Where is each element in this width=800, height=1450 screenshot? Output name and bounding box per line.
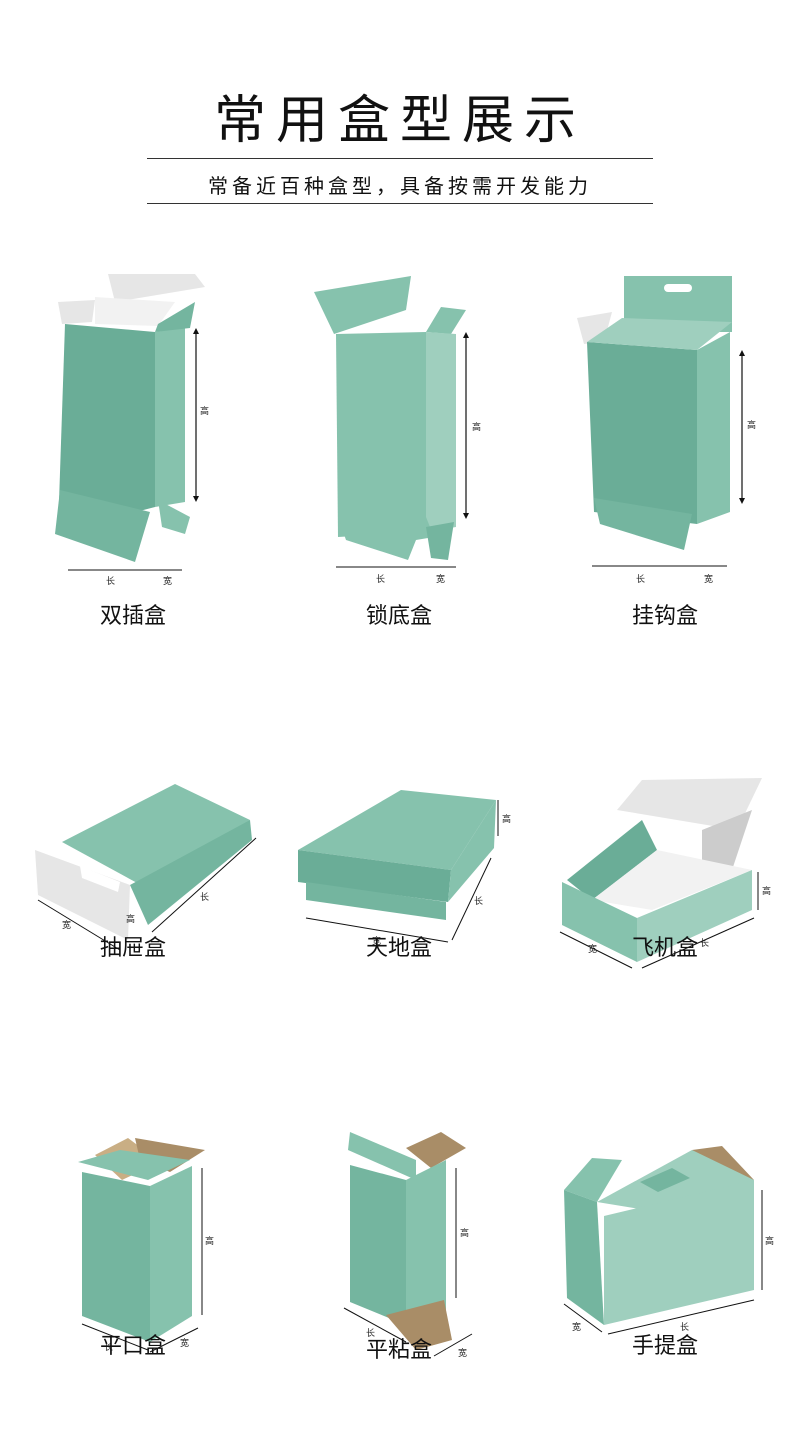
page-title: 常用盒型展示 <box>213 91 586 151</box>
handle-box-illustration: 高 宽 长 <box>563 1146 774 1335</box>
svg-text:高: 高 <box>200 405 209 417</box>
svg-text:宽: 宽 <box>180 1337 189 1349</box>
box-card-straight-tuck: 高 长 宽 平口盒 <box>0 1080 266 1450</box>
box-label: 天地盒 <box>365 936 432 961</box>
box-card-mailer: 宽 长 高 飞机盒 <box>532 730 798 1100</box>
svg-text:高: 高 <box>126 913 135 925</box>
svg-text:宽: 宽 <box>588 943 597 955</box>
box-card-drawer: 宽 长 高 抽屉盒 <box>0 730 266 1100</box>
title-divider-top <box>147 158 653 159</box>
mailer-box-illustration: 宽 长 高 <box>559 778 771 969</box>
svg-text:宽: 宽 <box>436 573 445 585</box>
box-card-lock-bottom: 高 长 宽 锁底盒 <box>266 262 532 632</box>
drawer-box-illustration: 宽 长 高 <box>35 784 257 951</box>
svg-text:长: 长 <box>106 575 115 587</box>
svg-text:高: 高 <box>747 419 756 431</box>
box-label: 手提盒 <box>631 1334 698 1359</box>
double-tuck-box-illustration: 高 长 宽 <box>55 274 209 587</box>
lock-bottom-box-illustration: 高 长 宽 <box>314 276 481 585</box>
box-card-hanging: 高 长 宽 挂钩盒 <box>532 262 798 632</box>
svg-text:高: 高 <box>502 813 511 825</box>
svg-text:宽: 宽 <box>163 575 172 587</box>
svg-text:高: 高 <box>472 421 481 433</box>
box-label: 平粘盒 <box>365 1338 432 1363</box>
svg-text:长: 长 <box>680 1321 689 1333</box>
title-divider-bottom <box>147 203 653 204</box>
svg-text:长: 长 <box>376 573 385 585</box>
svg-text:宽: 宽 <box>458 1347 467 1359</box>
svg-text:宽: 宽 <box>372 935 381 947</box>
box-card-lid-base: 宽 长 高 天地盒 <box>266 730 532 1100</box>
svg-text:宽: 宽 <box>572 1321 581 1333</box>
box-label: 双插盒 <box>99 604 166 629</box>
svg-text:长: 长 <box>700 937 709 949</box>
svg-text:长: 长 <box>636 573 645 585</box>
svg-text:高: 高 <box>765 1235 774 1247</box>
lid-and-base-box-illustration: 宽 长 高 <box>298 790 511 947</box>
svg-text:长: 长 <box>200 891 209 903</box>
straight-tuck-box-illustration: 高 长 宽 <box>78 1138 214 1353</box>
box-label: 平口盒 <box>99 1334 166 1359</box>
svg-text:高: 高 <box>205 1235 214 1247</box>
svg-text:宽: 宽 <box>704 573 713 585</box>
svg-text:长: 长 <box>474 895 483 907</box>
hanging-box-illustration: 高 长 宽 <box>577 276 756 585</box>
svg-text:长: 长 <box>366 1327 375 1339</box>
box-label: 锁底盒 <box>365 604 432 629</box>
box-label: 抽屉盒 <box>99 936 166 961</box>
page-subtitle: 常备近百种盒型，具备按需开发能力 <box>208 174 592 198</box>
svg-text:高: 高 <box>762 885 771 897</box>
box-card-double-tuck: 高 长 宽 双插盒 <box>0 262 266 632</box>
svg-text:宽: 宽 <box>62 919 71 931</box>
box-card-flat-glue: 高 长 宽 平粘盒 <box>266 1080 532 1450</box>
box-card-handle: 高 宽 长 手提盒 <box>532 1080 798 1450</box>
svg-text:长: 长 <box>104 1341 113 1353</box>
box-label: 挂钩盒 <box>631 604 698 629</box>
svg-text:高: 高 <box>460 1227 469 1239</box>
flat-glue-box-illustration: 高 长 宽 <box>343 1132 473 1359</box>
box-label: 飞机盒 <box>631 936 698 961</box>
